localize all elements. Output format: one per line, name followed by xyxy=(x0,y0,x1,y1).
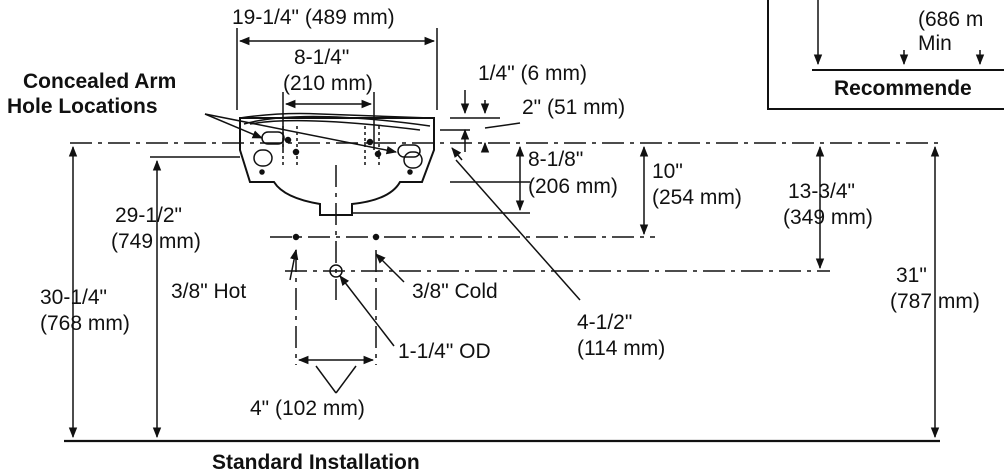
basin-width-label: 19-1/4" (489 mm) xyxy=(232,6,395,29)
depth-label: 8-1/8" xyxy=(528,148,584,171)
drain-od-label: 1-1/4" OD xyxy=(398,340,491,363)
callout-title-line1: Concealed Arm xyxy=(23,70,177,93)
inset-title-label: Recommende xyxy=(834,77,972,100)
drain-height-mm-label: (768 mm) xyxy=(40,312,130,335)
drain-height-label: 30-1/4" xyxy=(40,286,107,309)
drain-drop-mm-label: (349 mm) xyxy=(783,206,873,229)
inset-min-label: Min xyxy=(918,32,952,55)
rim-to-floor-label: 31" xyxy=(896,264,927,287)
rim-height-label: 2" (51 mm) xyxy=(522,96,626,119)
hot-supply-label: 3/8" Hot xyxy=(171,280,247,303)
diagram-title: Standard Installation xyxy=(212,451,420,474)
inset-frame xyxy=(767,0,1004,110)
supply-height-label: 29-1/2" xyxy=(115,204,182,227)
rim-to-floor-mm-label: (787 mm) xyxy=(890,290,980,313)
drain-drop-label: 13-3/4" xyxy=(788,180,855,203)
supply-drop-label: 10" xyxy=(652,160,683,183)
supply-height-mm-label: (749 mm) xyxy=(111,230,201,253)
offset-mm-label: (114 mm) xyxy=(577,337,666,360)
supply-drop-mm-label: (254 mm) xyxy=(652,186,742,209)
supply-spacing-label: 4" (102 mm) xyxy=(250,397,365,420)
basin-body xyxy=(239,117,435,216)
offset-label: 4-1/2" xyxy=(577,311,633,334)
callout-title-line2: Hole Locations xyxy=(7,95,158,118)
cold-supply-label: 3/8" Cold xyxy=(412,280,498,303)
inset-dimension-label: (686 m xyxy=(918,8,984,31)
hole-spacing-label: 8-1/4" xyxy=(294,46,350,69)
quarter-inch-label: 1/4" (6 mm) xyxy=(478,62,587,85)
depth-mm-label: (206 mm) xyxy=(528,175,618,198)
hole-spacing-mm-label: (210 mm) xyxy=(283,72,373,95)
